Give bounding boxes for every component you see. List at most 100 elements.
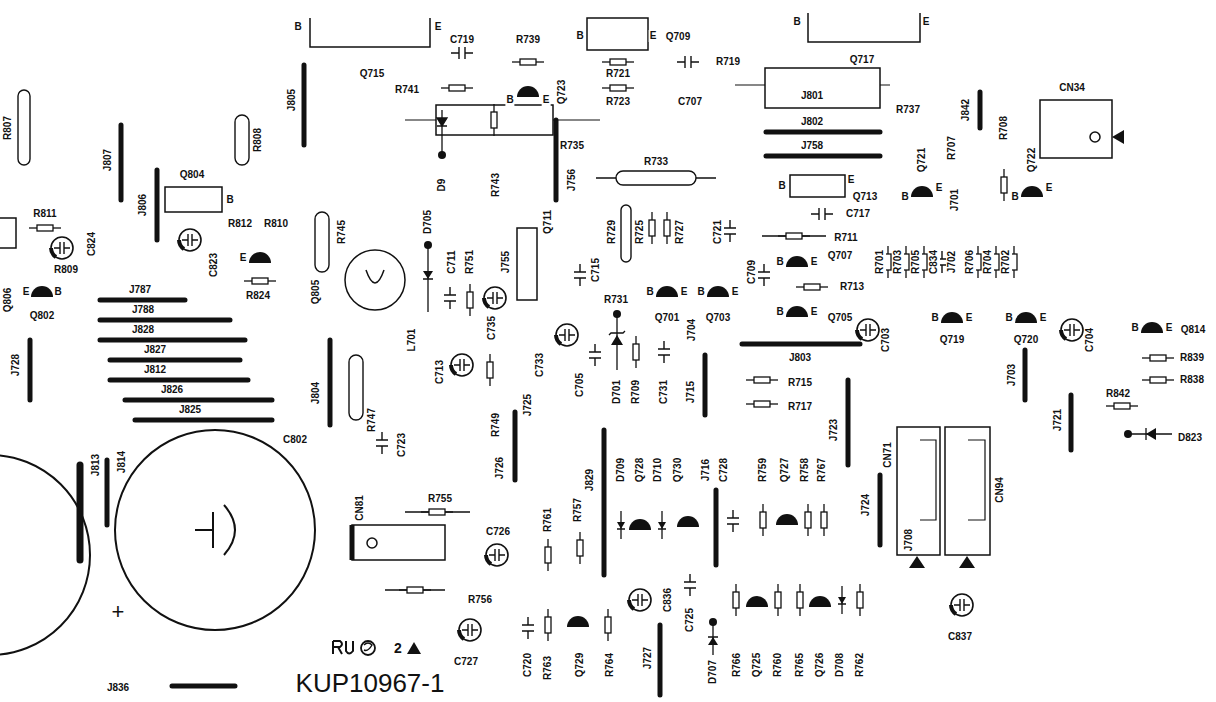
capacitor-symbol xyxy=(677,56,699,68)
resistor-symbol xyxy=(796,284,828,290)
part-label: C723 xyxy=(396,432,408,458)
part-label: D710 xyxy=(652,457,664,483)
lead-line xyxy=(405,85,890,120)
part-label: R824 xyxy=(245,290,271,302)
electrolytic-symbol xyxy=(486,544,508,566)
part-label: R807 xyxy=(2,115,14,141)
part-label: R756 xyxy=(467,594,493,606)
part-label: R704 xyxy=(982,249,994,275)
part-label: J814 xyxy=(116,450,128,474)
transistor-symbol xyxy=(776,514,798,525)
part-label: C836 xyxy=(662,587,674,613)
part-label: C824 xyxy=(86,231,98,257)
part-label: E xyxy=(965,312,974,324)
part-label: R713 xyxy=(839,281,865,293)
part-label: R733 xyxy=(643,156,669,168)
part-label: R739 xyxy=(515,34,541,46)
part-label: B xyxy=(930,312,939,324)
part-label: E xyxy=(922,16,931,28)
part-label: B xyxy=(775,306,784,318)
part-label: Q711 xyxy=(542,209,554,235)
coil-symbol xyxy=(366,270,384,283)
capacitor-symbol xyxy=(589,344,601,366)
part-label: Q720 xyxy=(1013,334,1039,346)
part-label: E xyxy=(847,174,856,186)
resistor-symbol xyxy=(733,584,739,616)
approval-mark xyxy=(364,643,372,650)
diode-symbol xyxy=(617,511,625,539)
part-label: R763 xyxy=(542,655,554,681)
part-label: R703 xyxy=(892,249,904,275)
capacitor-symbol xyxy=(727,510,739,532)
part-label: R741 xyxy=(394,84,420,96)
part-label: C717 xyxy=(845,208,871,220)
part-label: J802 xyxy=(800,116,824,128)
transistor-symbol xyxy=(809,596,831,607)
part-label: E xyxy=(1165,322,1174,334)
part-label: Q814 xyxy=(1180,324,1206,336)
part-label: Q713 xyxy=(852,191,878,203)
part-label: C720 xyxy=(522,652,534,678)
transistor-symbol xyxy=(567,616,589,627)
part-label: B xyxy=(1004,312,1013,324)
part-label: R758 xyxy=(799,457,811,483)
transistor-symbol xyxy=(786,306,808,317)
part-label: R757 xyxy=(572,497,584,523)
part-label: E xyxy=(434,21,443,33)
part-label: Q726 xyxy=(814,652,826,678)
transistor-box xyxy=(765,68,880,108)
part-label: C705 xyxy=(574,372,586,398)
part-label: B xyxy=(1130,322,1139,334)
part-label: Q719 xyxy=(939,334,965,346)
part-label: C823 xyxy=(208,252,220,278)
diode-dot xyxy=(709,618,717,626)
resistor-symbol xyxy=(399,587,431,593)
transistor-box xyxy=(587,18,648,50)
part-label: Q707 xyxy=(827,250,853,262)
transistor-box xyxy=(436,105,553,135)
electrolytic-symbol xyxy=(484,287,506,309)
part-label: R839 xyxy=(1179,352,1205,364)
part-label: Q703 xyxy=(705,312,731,324)
resistor-symbol xyxy=(797,584,803,616)
part-label: C704 xyxy=(1084,327,1096,353)
part-label: J728 xyxy=(10,353,22,377)
part-label: J788 xyxy=(131,304,155,316)
part-label: C715 xyxy=(590,257,602,283)
part-label: Q802 xyxy=(29,310,55,322)
connector-marker xyxy=(1112,130,1124,144)
diode-symbol xyxy=(1146,428,1156,440)
approval-mark xyxy=(333,641,353,654)
part-label: J701 xyxy=(949,188,961,212)
coil-outline xyxy=(345,250,405,310)
part-label: D708 xyxy=(834,652,846,678)
resistor-capsule xyxy=(235,115,249,165)
part-label: R706 xyxy=(964,249,976,275)
part-label: R743 xyxy=(490,172,502,198)
zener-symbol xyxy=(609,312,625,370)
resistor-symbol xyxy=(441,85,473,91)
resistor-symbol xyxy=(633,336,639,368)
part-label: J801 xyxy=(800,90,824,102)
part-label: B xyxy=(900,191,909,203)
part-label: E xyxy=(935,182,944,194)
diode-dot xyxy=(613,310,621,318)
part-label: J826 xyxy=(160,384,184,396)
part-label: R715 xyxy=(787,377,813,389)
part-label: J813 xyxy=(90,453,102,477)
zener-symbol xyxy=(611,335,623,345)
transistor-symbol xyxy=(677,516,699,527)
part-label: C711 xyxy=(446,249,458,274)
part-label: R725 xyxy=(634,219,646,245)
resistor-symbol xyxy=(491,104,497,136)
part-label: R812 xyxy=(227,218,253,230)
resistor-symbol xyxy=(857,584,863,616)
transistor-symbol xyxy=(31,286,53,297)
part-label: C727 xyxy=(453,656,479,668)
capacitor-symbol xyxy=(684,574,696,596)
transistor-symbol xyxy=(629,519,651,530)
part-label: B xyxy=(792,16,801,28)
resistor-symbol xyxy=(746,401,778,407)
part-label: E xyxy=(731,286,740,298)
